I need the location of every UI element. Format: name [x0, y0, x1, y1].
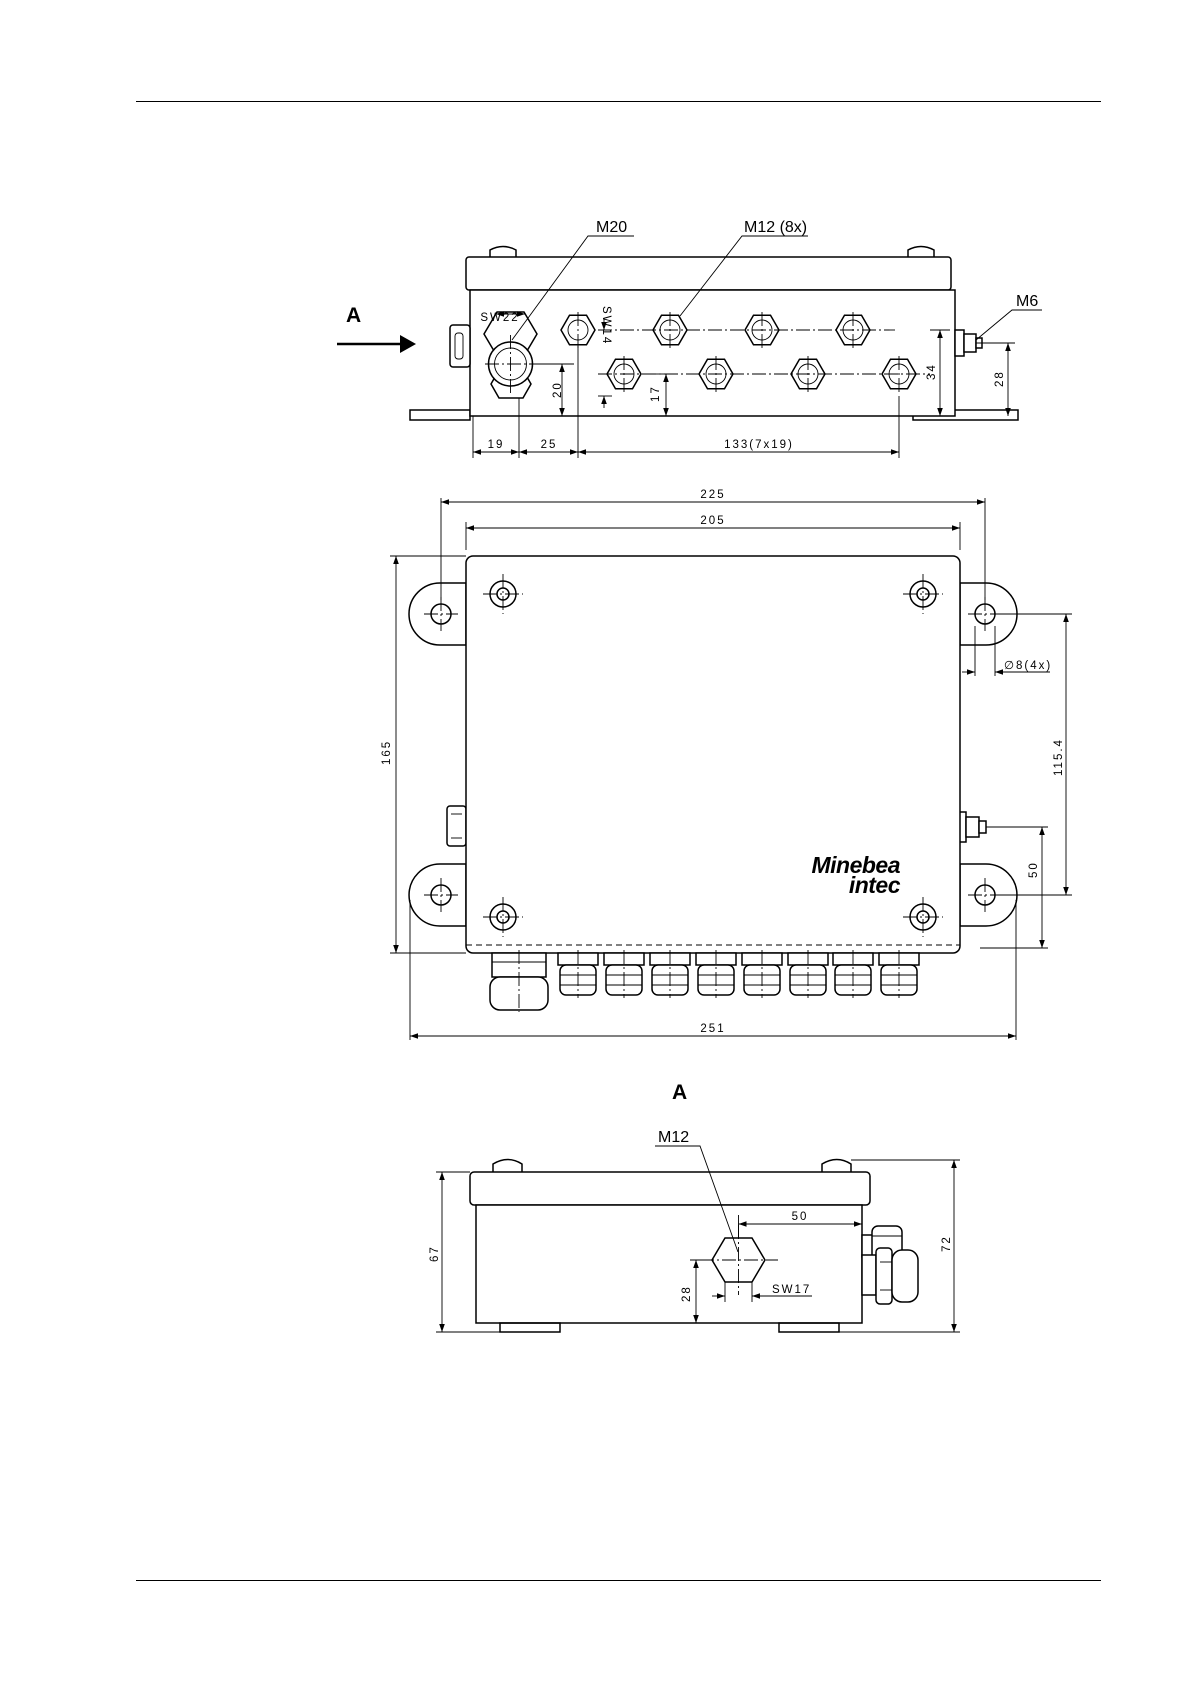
label-m6: M6: [1016, 293, 1038, 310]
dim-top-17: 17: [650, 385, 662, 402]
dim-top-34: 34: [926, 363, 938, 380]
dim-side-50: 50: [792, 1211, 809, 1223]
plan-view: Minebea intec 225 205 165 115.4 50 ∅8(4x…: [381, 489, 1072, 1040]
sw17-label: SW17: [772, 1284, 811, 1296]
dim-top-20: 20: [552, 381, 564, 398]
dim-side-28: 28: [681, 1285, 693, 1302]
label-m20: M20: [596, 219, 627, 236]
brand-logo-line2: intec: [849, 872, 901, 898]
dim-plan-205: 205: [700, 515, 725, 527]
dim-plan-165: 165: [381, 740, 393, 765]
dim-plan-50: 50: [1028, 861, 1040, 878]
dim-side-72: 72: [941, 1235, 953, 1252]
label-m12-8x: M12 (8x): [744, 219, 807, 236]
dim-plan-225: 225: [700, 489, 725, 501]
top-view: SW22 SW14 20 17 34 28 19 25 133(7x19): [337, 219, 1042, 458]
dim-plan-251: 251: [700, 1023, 725, 1035]
dim-side-67: 67: [429, 1245, 441, 1262]
dim-top-133: 133(7x19): [724, 439, 794, 451]
label-m12: M12: [658, 1129, 689, 1146]
dim-top-19: 19: [488, 439, 505, 451]
bottom-gland-group: [490, 950, 919, 1012]
dim-plan-115-4: 115.4: [1053, 738, 1065, 776]
side-view-a: A 67 72: [429, 1081, 960, 1332]
hole-diameter-label: ∅8(4x): [1004, 660, 1052, 672]
dim-top-28: 28: [994, 370, 1006, 387]
sw14-label: SW14: [600, 306, 612, 345]
view-arrow-label: A: [346, 304, 361, 327]
dim-top-25: 25: [541, 439, 558, 451]
sw22-label: SW22: [480, 312, 519, 324]
view-a-title: A: [672, 1081, 687, 1104]
